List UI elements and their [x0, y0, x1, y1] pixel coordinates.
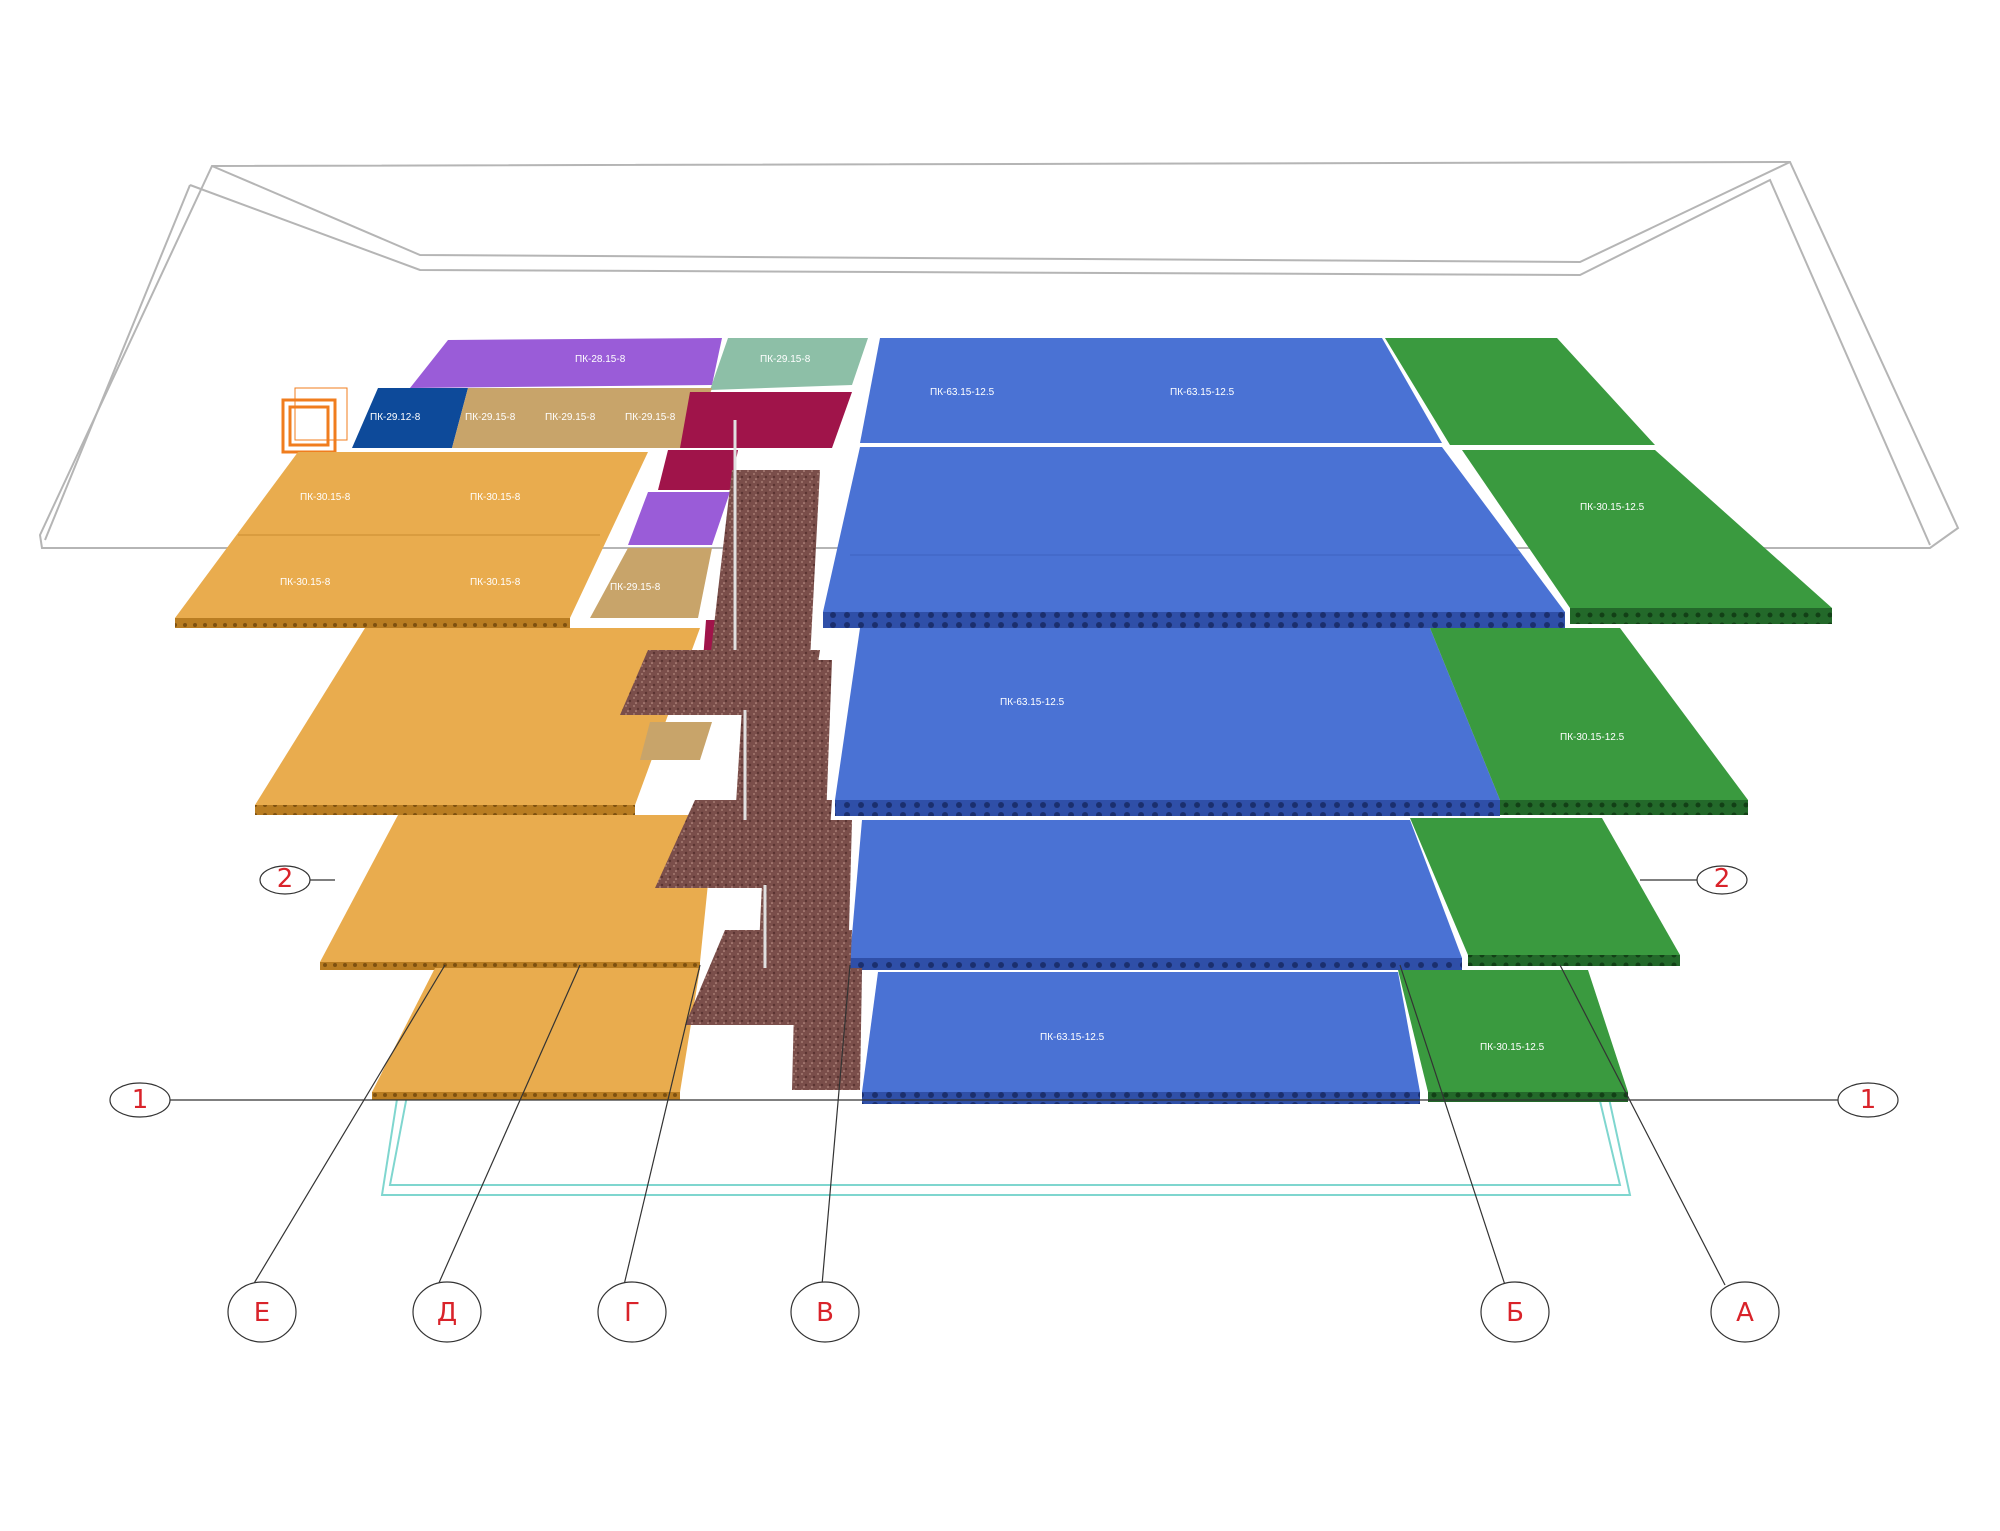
slab-orange-l3 — [255, 628, 700, 805]
slab-green-l3 — [1430, 628, 1748, 800]
slab-blue-l4b — [823, 447, 1565, 612]
axis-label-col-V: В — [816, 1298, 834, 1328]
slab-purple-top — [410, 338, 722, 388]
window-frame — [281, 387, 348, 454]
roof-outline — [38, 160, 1960, 549]
slab-label-teal: ПК-29.15-8 — [760, 354, 811, 365]
slab-green-l4a — [1385, 338, 1655, 445]
axis-bubble-row-right-2: 2 — [1696, 864, 1748, 895]
slab-crimson-upper — [680, 392, 852, 448]
slab-teal-top — [710, 338, 868, 390]
slab-label-tan-1: ПК-29.15-8 — [465, 412, 516, 423]
slab-blue-l2-edge — [850, 958, 1462, 970]
slab-label-purple: ПК-28.15-8 — [575, 354, 626, 365]
axis-label-row-right-1: 1 — [1860, 1085, 1877, 1115]
axis-bubble-col-D: Д — [412, 1281, 482, 1343]
slab-orange-l4-edge — [175, 618, 570, 628]
axis-bubble-col-B: Б — [1480, 1281, 1550, 1343]
slab-blue-l3-edge — [835, 800, 1500, 816]
slab-label-orange-b: ПК-30.15-8 — [470, 492, 521, 503]
slab-label-blue-b: ПК-63.15-12.5 — [1170, 387, 1235, 398]
slab-label-green-a: ПК-30.15-12.5 — [1580, 502, 1645, 513]
foundation-outline — [380, 1079, 1632, 1196]
slab-label-blue-a: ПК-63.15-12.5 — [930, 387, 995, 398]
axis-label-col-B: Б — [1506, 1298, 1524, 1328]
axis-bubble-col-V: В — [790, 1281, 860, 1343]
axis-lines — [168, 879, 1840, 1286]
stair-landing-3 — [685, 930, 852, 1025]
slab-blue-l3 — [835, 628, 1500, 800]
slab-label-green-c: ПК-30.15-12.5 — [1480, 1042, 1545, 1053]
slab-green-l1 — [1398, 970, 1628, 1092]
axis-bubble-col-A: А — [1710, 1281, 1780, 1343]
slab-purple-small — [628, 492, 730, 545]
axis-label-row-left-1: 1 — [132, 1085, 149, 1115]
axis-label-col-D: Д — [437, 1298, 457, 1328]
axis-label-col-A: А — [1736, 1298, 1754, 1328]
stair-flight-1 — [710, 470, 820, 660]
slab-orange-l3-edge — [255, 805, 635, 815]
slab-tan-small — [590, 548, 712, 618]
slab-label-tan-2: ПК-29.15-8 — [545, 412, 596, 423]
slab-label-tan-3: ПК-29.15-8 — [625, 412, 676, 423]
axis-label-row-left-2: 2 — [277, 864, 294, 894]
slab-green-l3-edge — [1500, 800, 1748, 815]
stair-landing-1 — [620, 650, 820, 715]
slab-label-orange-d: ПК-30.15-8 — [470, 577, 521, 588]
axis-label-col-G: Г — [624, 1298, 640, 1328]
slab-green-l4b — [1462, 450, 1832, 608]
axis-bubble-row-left-1: 1 — [109, 1082, 171, 1118]
slab-blue-l1 — [862, 972, 1420, 1092]
slab-label-orange-c: ПК-30.15-8 — [280, 577, 331, 588]
axis-label-row-right-2: 2 — [1714, 864, 1731, 894]
slab-label-blue-c: ПК-63.15-12.5 — [1000, 697, 1065, 708]
slab-orange-l2 — [320, 815, 715, 962]
slab-tan-strip — [452, 388, 712, 448]
slab-tan-l3 — [640, 722, 712, 760]
slab-blue-l2 — [850, 820, 1462, 958]
axis-bubble-col-G: Г — [597, 1281, 667, 1343]
slab-label-green-b: ПК-30.15-12.5 — [1560, 732, 1625, 743]
axis-bubble-row-right-1: 1 — [1837, 1082, 1899, 1118]
slab-label-tan-lower: ПК-29.15-8 — [610, 582, 661, 593]
slab-label-navy: ПК-29.12-8 — [370, 412, 421, 423]
slab-orange-l1 — [372, 968, 700, 1092]
slab-orange-l1-edge — [372, 1092, 680, 1100]
slab-green-l2 — [1410, 818, 1680, 955]
slab-blue-l4a — [860, 338, 1442, 443]
axis-bubble-col-E: Е — [227, 1281, 297, 1343]
stair-landing-2 — [655, 800, 832, 888]
slab-crimson-upper-2 — [658, 450, 738, 490]
axis-label-col-E: Е — [254, 1298, 270, 1328]
slab-label-blue-d: ПК-63.15-12.5 — [1040, 1032, 1105, 1043]
slab-blue-l4-edge — [823, 612, 1565, 628]
axis-bubble-row-left-2: 2 — [259, 864, 311, 895]
slab-label-orange-a: ПК-30.15-8 — [300, 492, 351, 503]
slab-navy — [352, 388, 468, 448]
slab-green-l4-edge — [1570, 608, 1832, 624]
staircase — [620, 420, 862, 1090]
slab-blue-l1-edge — [862, 1092, 1420, 1104]
slab-green-l2-edge — [1468, 955, 1680, 966]
